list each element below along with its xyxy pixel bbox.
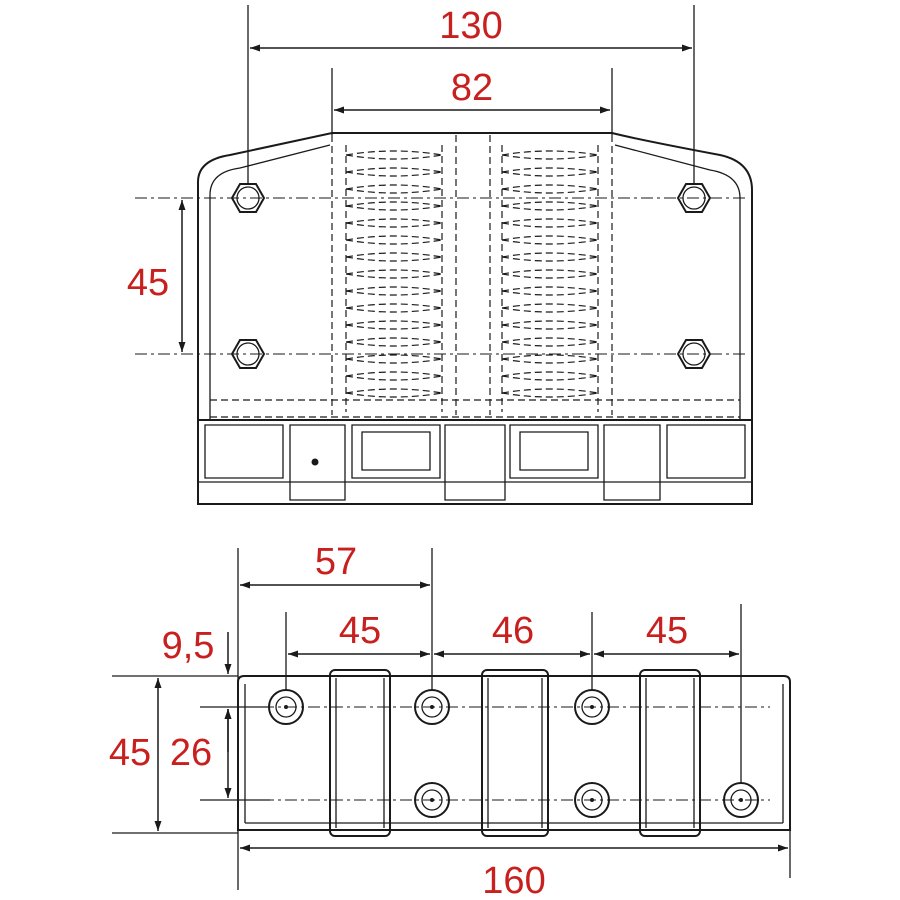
rib-3 (639, 669, 701, 837)
rib-2 (481, 669, 549, 837)
mounting-hole-3 (414, 782, 450, 818)
indicator-dot (311, 458, 319, 466)
top-view-base (197, 419, 753, 505)
dim-label-26: 26 (170, 732, 212, 774)
mounting-hole-4 (574, 689, 610, 725)
dim-label-82: 82 (451, 67, 493, 109)
rib-1 (329, 669, 391, 837)
dim-label-130: 130 (439, 5, 502, 47)
spring-left (345, 145, 443, 412)
dim-label-45-b: 45 (646, 610, 688, 652)
dim-label-45-vertical: 45 (127, 262, 169, 304)
top-view: 130 82 45 (127, 5, 753, 505)
top-body-outline (197, 132, 753, 421)
bottom-body-outline (237, 675, 791, 831)
spring-right (501, 145, 599, 412)
dim-label-9-5: 9,5 (162, 625, 215, 667)
dim-label-57: 57 (315, 541, 357, 583)
dim-label-46: 46 (492, 610, 534, 652)
dim-label-45-height: 45 (109, 732, 151, 774)
mounting-hole-2 (414, 689, 450, 725)
bottom-view: 57 45 46 45 9,5 26 45 160 (109, 541, 791, 900)
mounting-hole-1 (268, 689, 304, 725)
mounting-hole-5 (574, 782, 610, 818)
dim-label-45-a: 45 (339, 610, 381, 652)
dim-label-160: 160 (482, 860, 545, 900)
